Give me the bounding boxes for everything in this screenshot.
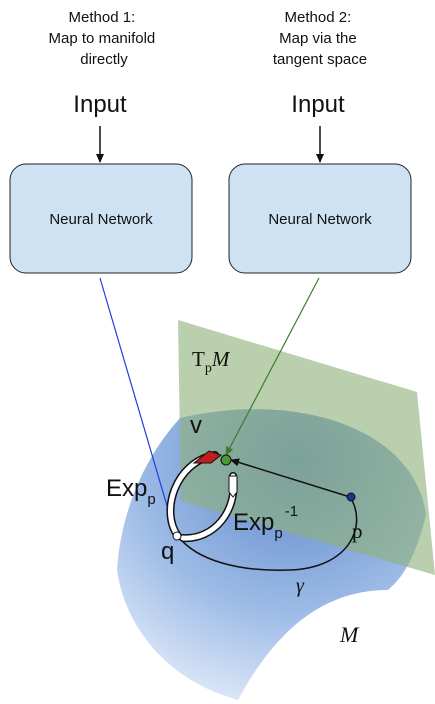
tangent-vector-v-label: v <box>190 412 202 439</box>
exp-map-label: Expp <box>106 475 156 508</box>
log-map-label: Expp-1 <box>233 503 298 542</box>
method1-neural-network-label: Neural Network <box>49 211 153 228</box>
point-p <box>346 492 356 502</box>
point-q-label: q <box>161 538 174 565</box>
tangent-space-label: TpM <box>192 347 231 376</box>
inverse-exp-arrowhead <box>228 475 238 498</box>
method2-caption: Method 2: Map via the tangent space <box>273 9 367 68</box>
exp-map-arrowhead <box>192 450 223 464</box>
method1-output-arrow <box>99 277 177 534</box>
point-p-label: p <box>352 519 363 543</box>
method2-input-label: Input <box>291 91 345 118</box>
log-map-arrow <box>230 458 351 498</box>
manifold-label: M <box>339 622 360 647</box>
method2-neural-network-box <box>228 163 412 274</box>
method1-caption: Method 1: Map to manifold directly <box>49 9 160 68</box>
point-q <box>172 531 182 541</box>
geodesic-gamma-label: γ <box>296 575 305 597</box>
tangent-plane <box>178 320 435 575</box>
point-v <box>220 454 232 466</box>
geodesic-gamma <box>177 496 358 571</box>
method2-neural-network-label: Neural Network <box>268 211 372 228</box>
method1-input-label: Input <box>73 91 127 118</box>
method1-neural-network-box <box>9 163 193 274</box>
method2-output-arrow <box>225 277 320 456</box>
